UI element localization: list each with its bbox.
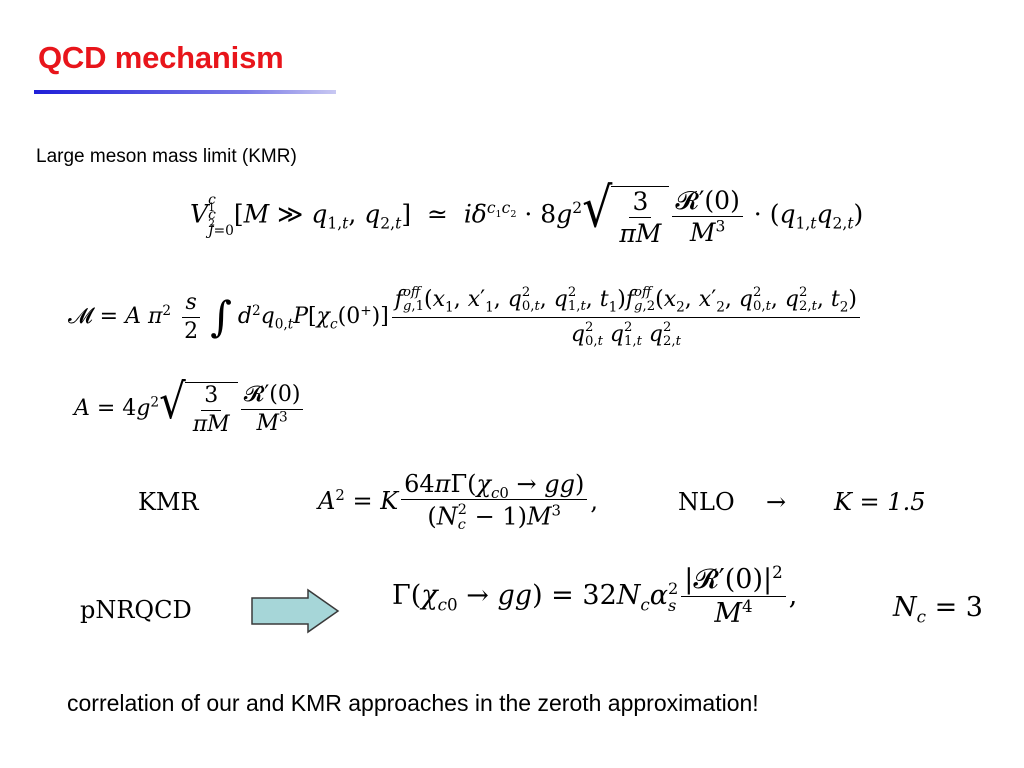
pnrqcd-label: pNRQCD [80, 596, 192, 624]
slide-title: QCD mechanism [38, 40, 284, 75]
right-arrow-symbol: → [766, 488, 787, 516]
title-underline [34, 90, 336, 94]
slide-footer: correlation of our and KMR approaches in… [67, 690, 759, 716]
slide-subtitle: Large meson mass limit (KMR) [36, 146, 297, 167]
nc-value: Nc = 3 [893, 592, 983, 627]
nlo-label: NLO [678, 488, 735, 516]
k-value: K = 1.5 [834, 488, 926, 516]
kmr-label: KMR [138, 488, 199, 516]
right-arrow-icon [251, 588, 340, 634]
